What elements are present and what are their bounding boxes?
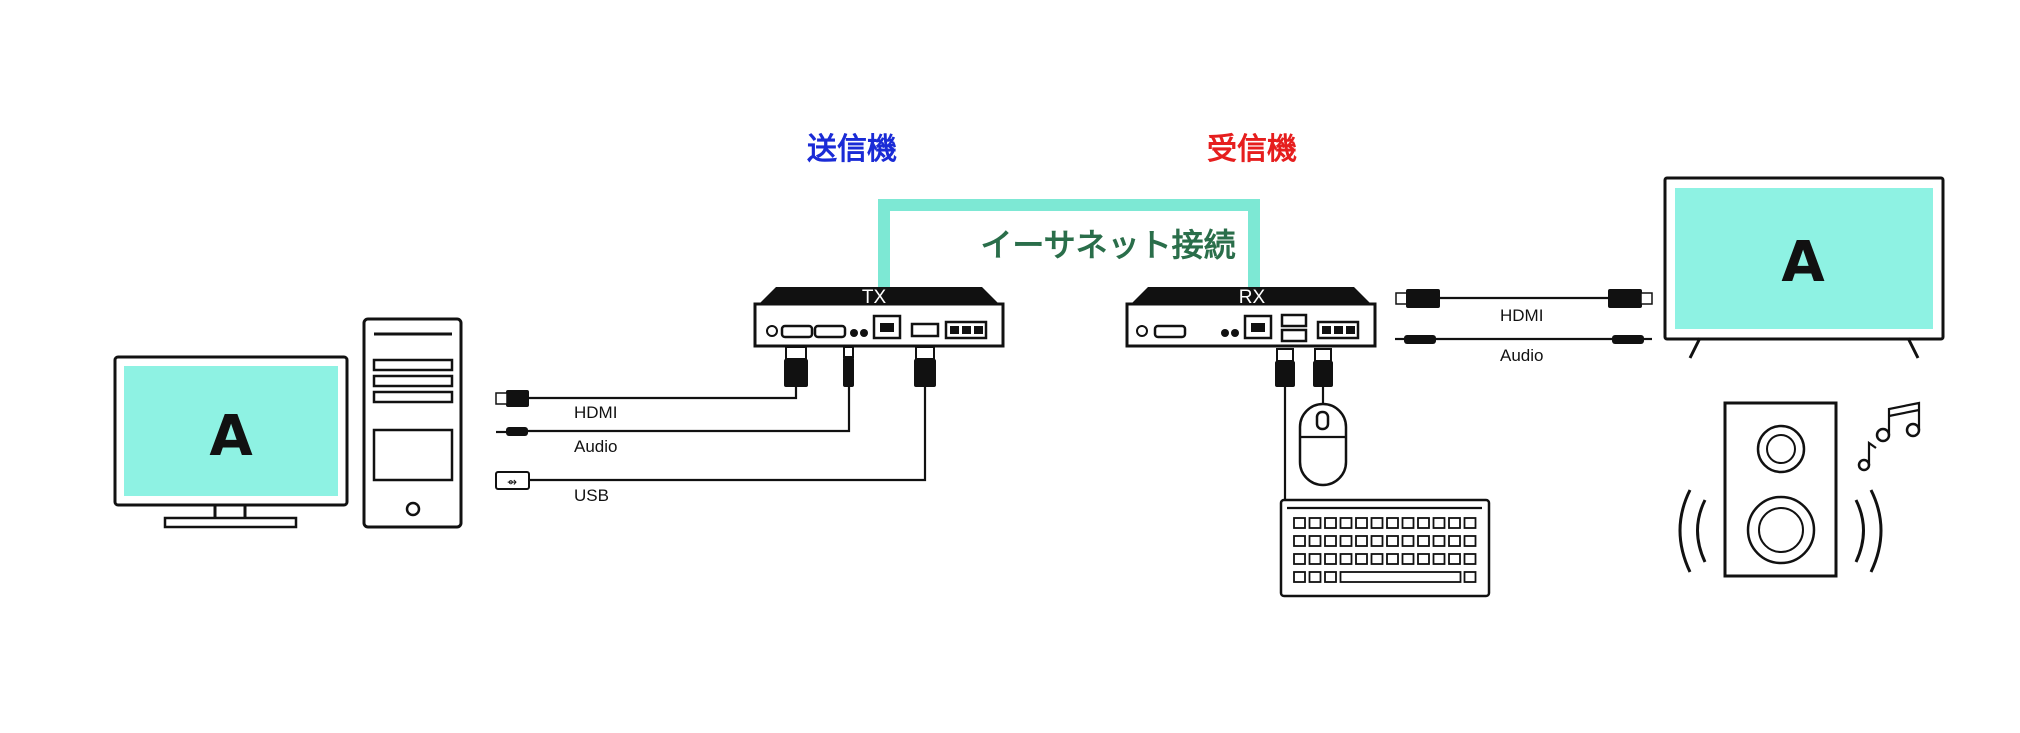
keyboard-key [1463, 517, 1477, 529]
keyboard-key [1463, 535, 1477, 547]
keyboard-key [1370, 553, 1384, 565]
keyboard-key [1432, 517, 1446, 529]
keyboard-key [1355, 535, 1368, 547]
keyboard-key [1324, 517, 1337, 529]
audio-plug-icon [506, 427, 528, 436]
tx-hdmi-port-icon [780, 324, 814, 339]
transmitter-title: 送信機 [807, 132, 897, 167]
rx-hdmi-port-icon [1153, 324, 1187, 339]
keyboard-key [1293, 553, 1306, 565]
keyboard-key [1339, 517, 1353, 529]
keyboard-key [1401, 517, 1415, 529]
tv: A [1663, 176, 1945, 359]
keyboard-key [1324, 535, 1337, 547]
keyboard-icon [1279, 498, 1491, 598]
hdmi-plug-icon [506, 390, 529, 407]
keyboard-key [1370, 535, 1384, 547]
audio-plug-left-icon [1404, 335, 1436, 344]
keyboard-key [1308, 535, 1322, 547]
speaker-icon [1678, 401, 1883, 578]
keyboard-key [1448, 517, 1461, 529]
keyboard-key [1370, 517, 1384, 529]
keyboard-key [1432, 535, 1446, 547]
keyboard-key [1417, 553, 1430, 565]
music-note-icon [1857, 401, 1921, 472]
audio-plug-right-icon [1612, 335, 1644, 344]
hdmi-plug-right-icon [1608, 289, 1642, 308]
power-button-icon [405, 501, 421, 517]
keyboard-key [1293, 571, 1306, 583]
keyboard-key [1308, 571, 1322, 583]
keyboard-key [1386, 553, 1399, 565]
tx-hdmi-port-2-icon [813, 324, 847, 339]
hdmi-plug-left-icon [1406, 289, 1440, 308]
keyboard-key [1432, 553, 1446, 565]
receiver-title: 受信機 [1207, 132, 1297, 167]
left-hdmi-label: HDMI [574, 403, 617, 422]
rx-device: RX [1125, 287, 1377, 387]
rx-usb-port-icon [1280, 313, 1308, 328]
keyboard-key [1386, 535, 1399, 547]
right-hdmi-label: HDMI [1500, 306, 1543, 325]
keyboard-key [1417, 517, 1430, 529]
pc-monitor: A [113, 355, 349, 529]
right-audio-label: Audio [1500, 346, 1543, 365]
keyboard-key [1293, 535, 1306, 547]
keyboard-key [1386, 517, 1399, 529]
left-audio-label: Audio [574, 437, 617, 456]
keyboard-key [1308, 517, 1322, 529]
keyboard-key [1308, 553, 1322, 565]
right-cables: HDMI Audio [1395, 289, 1653, 365]
rx-label: RX [1239, 287, 1266, 308]
svg-text:⇴: ⇴ [507, 475, 517, 489]
keyboard-key [1293, 517, 1306, 529]
tx-label: TX [862, 287, 887, 308]
keyboard-key [1355, 553, 1368, 565]
mouse-icon [1298, 402, 1348, 487]
keyboard-key [1448, 535, 1461, 547]
keyboard-key [1355, 517, 1368, 529]
keyboard-key [1339, 553, 1353, 565]
keyboard-key [1339, 571, 1462, 583]
keyboard-key [1401, 535, 1415, 547]
left-cables: ⇴ HDMI Audio USB [495, 386, 927, 505]
keyboard-key [1448, 553, 1461, 565]
pc-screen-letter: A [209, 404, 253, 469]
keyboard-key [1324, 571, 1337, 583]
tx-device: TX [753, 287, 1005, 387]
tv-screen-letter: A [1781, 230, 1825, 295]
keyboard-key [1339, 535, 1353, 547]
tx-usb-port-icon [910, 322, 940, 338]
keyboard-key [1324, 553, 1337, 565]
pc-tower [362, 317, 463, 529]
ethernet-cable [878, 199, 1260, 292]
keyboard-key [1463, 553, 1477, 565]
ethernet-label: イーサネット接続 [980, 226, 1235, 264]
keyboard-key [1463, 571, 1477, 583]
left-usb-label: USB [574, 486, 609, 505]
keyboard-key [1417, 535, 1430, 547]
keyboard-key [1401, 553, 1415, 565]
